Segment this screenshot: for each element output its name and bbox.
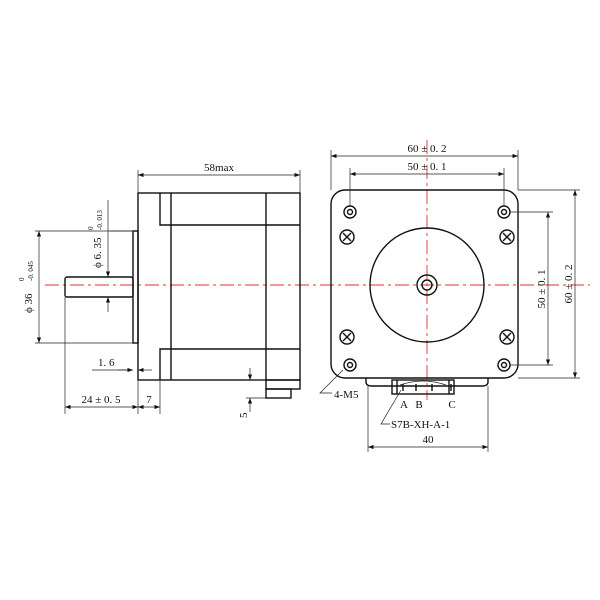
shaft-tol-lower: -0. 013 — [96, 210, 104, 230]
hole-spacing-dimension: 50 ± 0. 1 — [407, 161, 446, 173]
pilot-height-dimension: 1. 6 — [98, 357, 115, 369]
holes-label: 4-M5 — [334, 389, 359, 401]
pin-b-label: B — [415, 399, 422, 411]
length-dimension: 58max — [204, 162, 234, 174]
connector-offset-dimension: 5 — [238, 412, 250, 418]
shaft-tol-upper: 0 — [87, 226, 95, 230]
connector-side — [265, 388, 292, 399]
motor-body — [137, 192, 301, 381]
shaft — [64, 276, 134, 298]
hole-spacing-vertical-dimension: 50 ± 0. 1 — [536, 269, 548, 308]
pilot — [132, 230, 139, 344]
width-dimension: 60 ± 0. 2 — [407, 143, 446, 155]
pilot-diameter-dimension: ϕ 36 — [23, 293, 35, 313]
shaft-length-dimension: 24 ± 0. 5 — [81, 394, 121, 406]
height-dimension: 60 ± 0. 2 — [563, 264, 575, 303]
pilot-tol-upper: 0 — [18, 277, 26, 281]
pin-a-label: A — [400, 399, 408, 411]
front-view: A B C 4-M5 S7B-XH-A-1 60 ± 0. 2 50 ± 0. … — [319, 143, 580, 452]
screws — [339, 229, 515, 345]
front-face — [330, 189, 519, 379]
shaft-diameter-dimension: ϕ 6. 35 — [92, 237, 104, 268]
connector-width-dimension: 40 — [423, 434, 435, 446]
connector-front — [365, 378, 489, 395]
pilot-circle — [369, 227, 485, 343]
flange-dimension: 7 — [146, 394, 152, 406]
pin-c-label: C — [448, 399, 455, 411]
pilot-tol-lower: -0. 045 — [27, 261, 35, 281]
shaft-end — [421, 279, 433, 291]
side-view: 58max ϕ 36 0 -0. 045 ϕ 6. 35 0 -0. 013 1… — [18, 162, 301, 418]
connector-label: S7B-XH-A-1 — [391, 419, 450, 431]
